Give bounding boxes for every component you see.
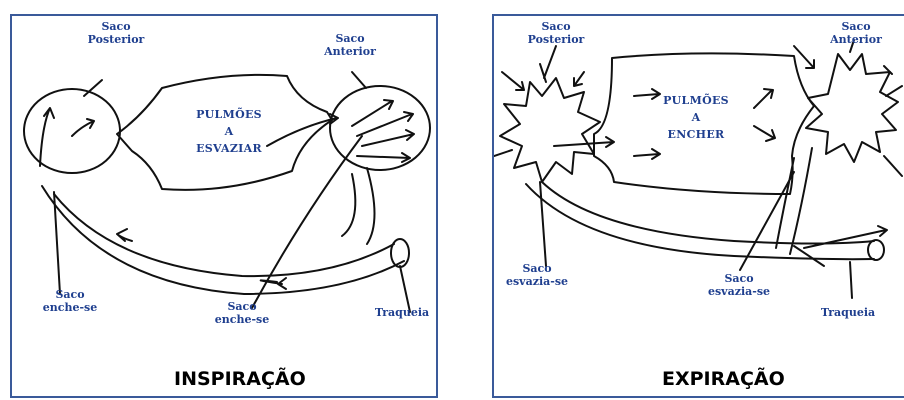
expiration-panel: Saco Posterior Saco Anterior PULMÕES A E… (492, 14, 904, 398)
label-sac-fills-mid: Saco enche-se (214, 300, 270, 326)
caption-expiration: EXPIRAÇÃO (662, 368, 785, 390)
expiration-drawing (494, 39, 903, 299)
lungs-shape (116, 73, 333, 191)
inspiration-panel: Saco Posterior Saco Anterior PULMÕES A E… (10, 14, 438, 398)
label-sac-empties-left: Saco esvazia-se (505, 262, 569, 288)
label-sac-fills-left: Saco enche-se (42, 288, 98, 314)
label-lungs: PULMÕES A ESVAZIAR (196, 108, 262, 155)
label-lungs: PULMÕES A ENCHER (663, 94, 729, 141)
trachea-opening (867, 239, 885, 261)
posterior-air-sac (499, 77, 601, 183)
anterior-air-sac (805, 53, 899, 163)
inspiration-drawing (23, 71, 431, 313)
label-trachea: Traqueia (374, 306, 430, 319)
posterior-air-sac (23, 88, 121, 174)
label-anterior-sac: Saco Anterior (324, 32, 376, 58)
anterior-air-sac (329, 85, 431, 171)
label-posterior-sac: Saco Posterior (87, 20, 145, 46)
label-sac-empties-mid: Saco esvazia-se (707, 272, 771, 298)
airway-tube (541, 181, 875, 245)
caption-inspiration: INSPIRAÇÃO (174, 368, 306, 390)
lungs-shape (593, 52, 815, 195)
airway-tube (53, 193, 395, 278)
label-anterior-sac: Saco Anterior (830, 20, 882, 46)
label-trachea: Traqueia (820, 306, 876, 319)
label-posterior-sac: Saco Posterior (527, 20, 585, 46)
